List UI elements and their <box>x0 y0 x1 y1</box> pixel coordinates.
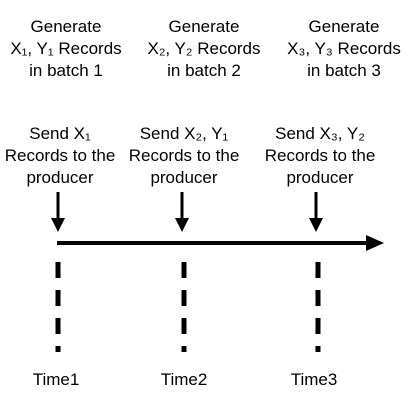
send-arrow-3 <box>309 192 323 232</box>
send-label-batch-3: Send X₃, Y₂ Records to the producer <box>265 123 376 189</box>
generate-line-1: Generate <box>308 17 380 36</box>
send-line-2: Records to the <box>4 146 116 165</box>
send-line-2: Records to the <box>264 146 376 165</box>
generate-line-1: Generate <box>30 17 102 36</box>
time-label-1: Time1 <box>32 370 80 389</box>
send-arrow-2 <box>175 192 189 232</box>
generate-label-batch-1: Generate X₁, Y₁ Records in batch 1 <box>10 16 121 82</box>
generate-line-2: X₂, Y₂ Records <box>147 39 261 58</box>
generate-line-3: in batch 1 <box>29 61 103 80</box>
send-line-1: Send X₃, Y₂ <box>275 124 365 143</box>
send-line-2: Records to the <box>128 146 240 165</box>
time-label-3: Time3 <box>290 370 338 389</box>
generate-line-1: Generate <box>168 17 240 36</box>
time-axis-arrowhead <box>366 235 384 251</box>
generate-label-batch-2: Generate X₂, Y₂ Records in batch 2 <box>147 16 260 82</box>
send-line-3: producer <box>150 168 218 187</box>
generate-line-3: in batch 3 <box>307 61 381 80</box>
generate-line-3: in batch 2 <box>167 61 241 80</box>
send-line-3: producer <box>26 168 94 187</box>
send-line-1: Send X₁ <box>29 124 91 143</box>
generate-label-batch-3: Generate X₃, Y₃ Records in batch 3 <box>287 16 401 82</box>
send-label-batch-1: Send X₁ Records to the producer <box>5 123 116 189</box>
generate-line-2: X₁, Y₁ Records <box>10 39 122 58</box>
send-label-batch-2: Send X₂, Y₁ Records to the producer <box>129 123 240 189</box>
generate-line-2: X₃, Y₃ Records <box>287 39 401 58</box>
send-line-3: producer <box>286 168 354 187</box>
send-line-1: Send X₂, Y₁ <box>139 124 229 143</box>
time-label-2: Time2 <box>160 370 208 389</box>
send-arrow-1 <box>51 192 65 232</box>
